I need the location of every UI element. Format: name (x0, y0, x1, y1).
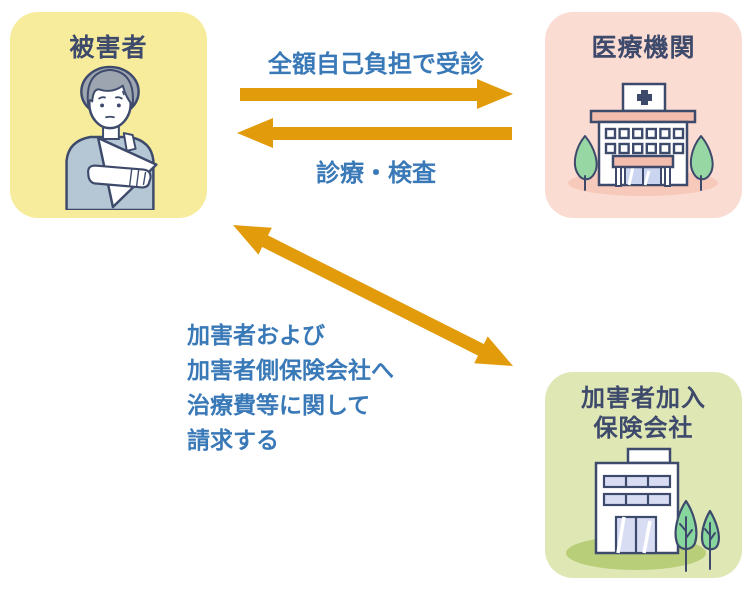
hospital-icon (568, 82, 718, 196)
injured-person-icon (65, 65, 158, 210)
claim-label-line-2: 加害者側保険会社へ (187, 357, 394, 383)
office-building-icon (566, 447, 720, 572)
node-insurer: 加害者加入 保険会社 (545, 372, 742, 578)
claim-arrow-label: 加害者および 加害者側保険会社へ 治療費等に関して 請求する (187, 318, 394, 458)
insurer-label-line-1: 加害者加入 (581, 385, 706, 412)
victim-label: 被害者 (69, 34, 148, 62)
visit-arrow-label: 全額自己負担で受診 (268, 51, 484, 78)
visit-arrow (240, 79, 513, 109)
claim-label-line-3: 治療費等に関して (187, 392, 371, 418)
claim-label-line-1: 加害者および (187, 322, 325, 348)
care-arrow-label: 診療・検査 (316, 160, 436, 187)
node-victim: 被害者 (10, 12, 207, 218)
medical-label: 医療機関 (591, 34, 696, 62)
node-medical: 医療機関 (545, 12, 742, 218)
insurer-label: 加害者加入 保険会社 (545, 384, 742, 444)
care-arrow (237, 118, 512, 148)
claim-label-line-4: 請求する (187, 427, 279, 453)
insurer-label-line-2: 保険会社 (593, 415, 694, 442)
